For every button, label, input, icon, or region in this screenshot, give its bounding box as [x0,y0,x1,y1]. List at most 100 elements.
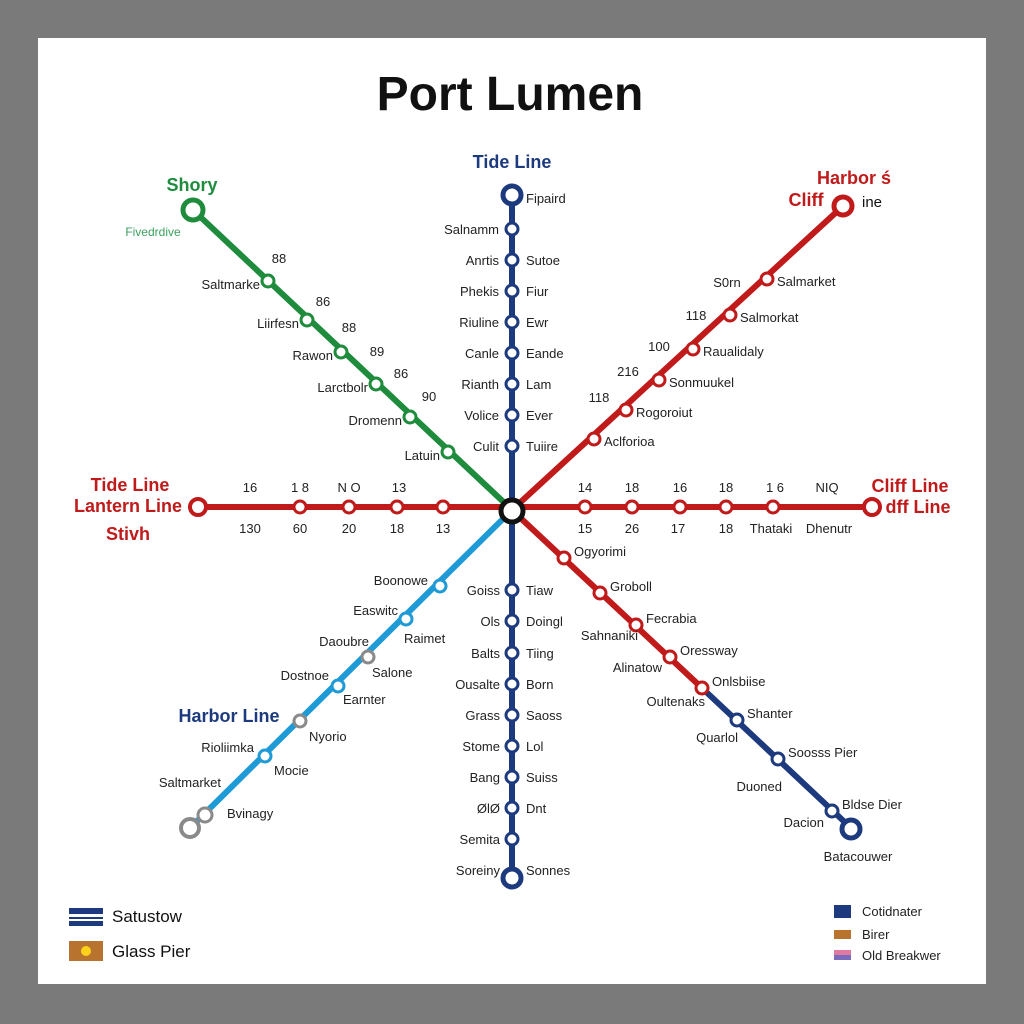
east-top-number: 16 [673,480,687,495]
west-bottom-number: 60 [293,521,307,536]
shory-station[interactable] [260,273,276,289]
west-station[interactable] [389,499,405,515]
east-station[interactable] [624,499,640,515]
cliff-ne-station[interactable] [586,431,602,447]
se-station[interactable] [628,617,644,633]
west-tide-title: Tide Line [91,475,170,495]
west-station[interactable] [341,499,357,515]
east-bottom-number: 17 [671,521,685,536]
tide-station-label-right: Lam [526,377,551,392]
se-station[interactable] [824,803,840,819]
tide-station[interactable] [504,676,520,692]
east-station[interactable] [672,499,688,515]
tide-station[interactable] [504,407,520,423]
harbor-station[interactable] [360,649,376,665]
cliff-ne-station[interactable] [759,271,775,287]
legend-left-item-2: Glass Pier [112,942,191,961]
tide-line-north-terminus[interactable] [500,183,524,207]
tide-station[interactable] [504,831,520,847]
harbor-station[interactable] [292,713,308,729]
tide-station[interactable] [504,252,520,268]
harbor-station[interactable] [330,678,346,694]
se-station-label-right: Fecrabia [646,611,697,626]
se-station[interactable] [729,712,745,728]
cliff-ne-station[interactable] [685,341,701,357]
tide-station-label-left: Rianth [461,377,499,392]
tide-station[interactable] [504,221,520,237]
east-station[interactable] [718,499,734,515]
central-hub-station[interactable] [498,497,526,525]
cliff-ne-station-label: Rogoroiut [636,405,693,420]
tide-line-south-terminus[interactable] [500,866,524,890]
shory-station[interactable] [440,444,456,460]
tide-station[interactable] [504,283,520,299]
cliff-ne-terminus[interactable] [831,194,855,218]
tide-station-label-left: Canle [465,346,499,361]
shory-station-label: Larctbolr [317,380,368,395]
tide-lower-label-left: Ols [481,614,501,629]
cliff-ne-station[interactable] [618,402,634,418]
legend-right-item-1: Cotidnater [862,904,923,919]
tide-station[interactable] [504,769,520,785]
se-station-label-left: Duoned [736,779,782,794]
tide-station-label-left: Salnamm [444,222,499,237]
legend-flag-stripe-1 [69,914,103,917]
tide-station[interactable] [504,376,520,392]
tide-station-label-right: Fipaird [526,191,566,206]
west-station[interactable] [435,499,451,515]
harbor-station[interactable] [257,748,273,764]
harbor-station[interactable] [432,578,448,594]
shory-station[interactable] [368,376,384,392]
tide-station[interactable] [504,438,520,454]
tide-station[interactable] [504,645,520,661]
tide-station[interactable] [504,738,520,754]
cliff-ne-station[interactable] [722,307,738,323]
se-station[interactable] [770,751,786,767]
west-station[interactable] [292,499,308,515]
shory-line-route [190,207,515,513]
east-station[interactable] [765,499,781,515]
tide-station[interactable] [504,613,520,629]
shory-line-title: Shory [166,175,217,195]
shory-station[interactable] [299,312,315,328]
shory-station[interactable] [402,409,418,425]
se-station[interactable] [592,585,608,601]
east-cliff-title: Cliff Line [872,476,949,496]
tide-lower-label-right: Lol [526,739,543,754]
se-station-label-left: Alinatow [613,660,663,675]
shory-station[interactable] [333,344,349,360]
harbor-station-label-left: Rioliimka [201,740,255,755]
east-dff-title: dff Line [886,497,951,517]
shory-number-label: 89 [370,344,384,359]
cliff-ne-station-label: Salmorkat [740,310,799,325]
lantern-west-terminus[interactable] [188,497,208,517]
east-bottom-number: 15 [578,521,592,536]
se-station-label-right: Ogyorimi [574,544,626,559]
east-bottom-number: Thataki [750,521,793,536]
east-top-number: 18 [625,480,639,495]
west-stivh-title: Stivh [106,524,150,544]
tide-station[interactable] [504,345,520,361]
east-station[interactable] [577,499,593,515]
east-bottom-number: 18 [719,521,733,536]
cliff-ne-station-label: Aclforioa [604,434,655,449]
harbor-sw-station-end[interactable] [196,806,214,824]
shory-station-label: Saltmarke [201,277,260,292]
cliff-east-terminus[interactable] [862,497,882,517]
harbor-station[interactable] [398,611,414,627]
east-top-number: 1 6 [766,480,784,495]
tide-station[interactable] [504,707,520,723]
cliff-ne-station[interactable] [651,372,667,388]
se-station[interactable] [662,649,678,665]
se-station-label-right: Shanter [747,706,793,721]
harbor-cliff-title-1: Harbor ś [817,168,891,188]
shory-terminus[interactable] [180,197,206,223]
harbor-sw-terminus[interactable] [179,817,201,839]
tide-station[interactable] [504,582,520,598]
se-station[interactable] [556,550,572,566]
se-station-label-right: Onlsbiise [712,674,765,689]
se-station[interactable] [694,680,710,696]
tide-station[interactable] [504,800,520,816]
se-terminus[interactable] [839,817,863,841]
tide-station[interactable] [504,314,520,330]
